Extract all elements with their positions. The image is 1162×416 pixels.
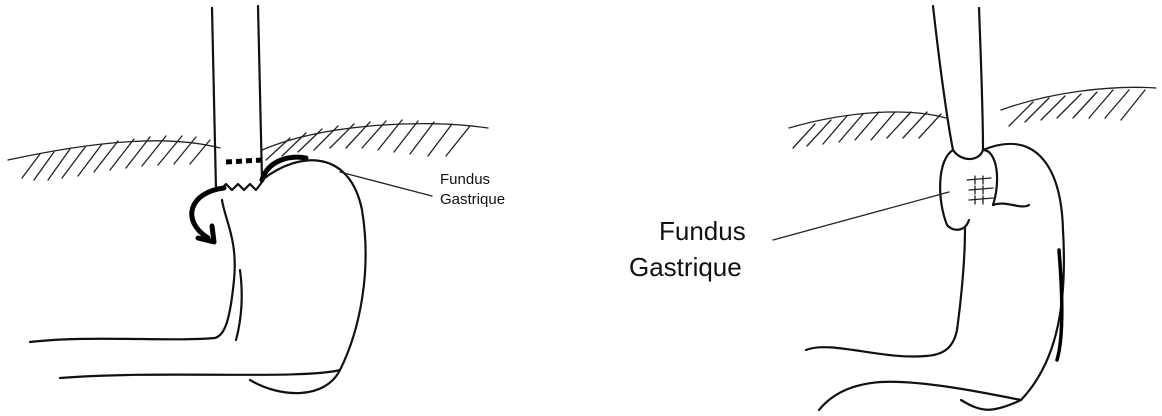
stomach-left [30,160,366,393]
label-line-1: Fundus [629,213,746,249]
label-fundus-gastrique-left: Fundus Gastrique [440,170,505,211]
esophagus-left [212,6,262,190]
panel-after-wrap: Fundus Gastrique [581,0,1162,416]
label-fundus-gastrique-right: Fundus Gastrique [629,213,746,286]
label-line-2: Gastrique [629,249,746,285]
label-line-1: Fundus [440,170,505,190]
curved-arrow-icon [192,188,224,242]
panel-before-wrap: Fundus Gastrique [0,0,581,416]
label-line-2: Gastrique [440,190,505,210]
diaphragm-right [789,87,1156,148]
stomach-right [806,144,1064,410]
leader-line-right [773,192,949,240]
fundus-wrap [940,150,1029,230]
stomach-drawing-right [581,0,1162,416]
esophagus-right [933,6,983,150]
diaphragm-left [8,120,488,180]
